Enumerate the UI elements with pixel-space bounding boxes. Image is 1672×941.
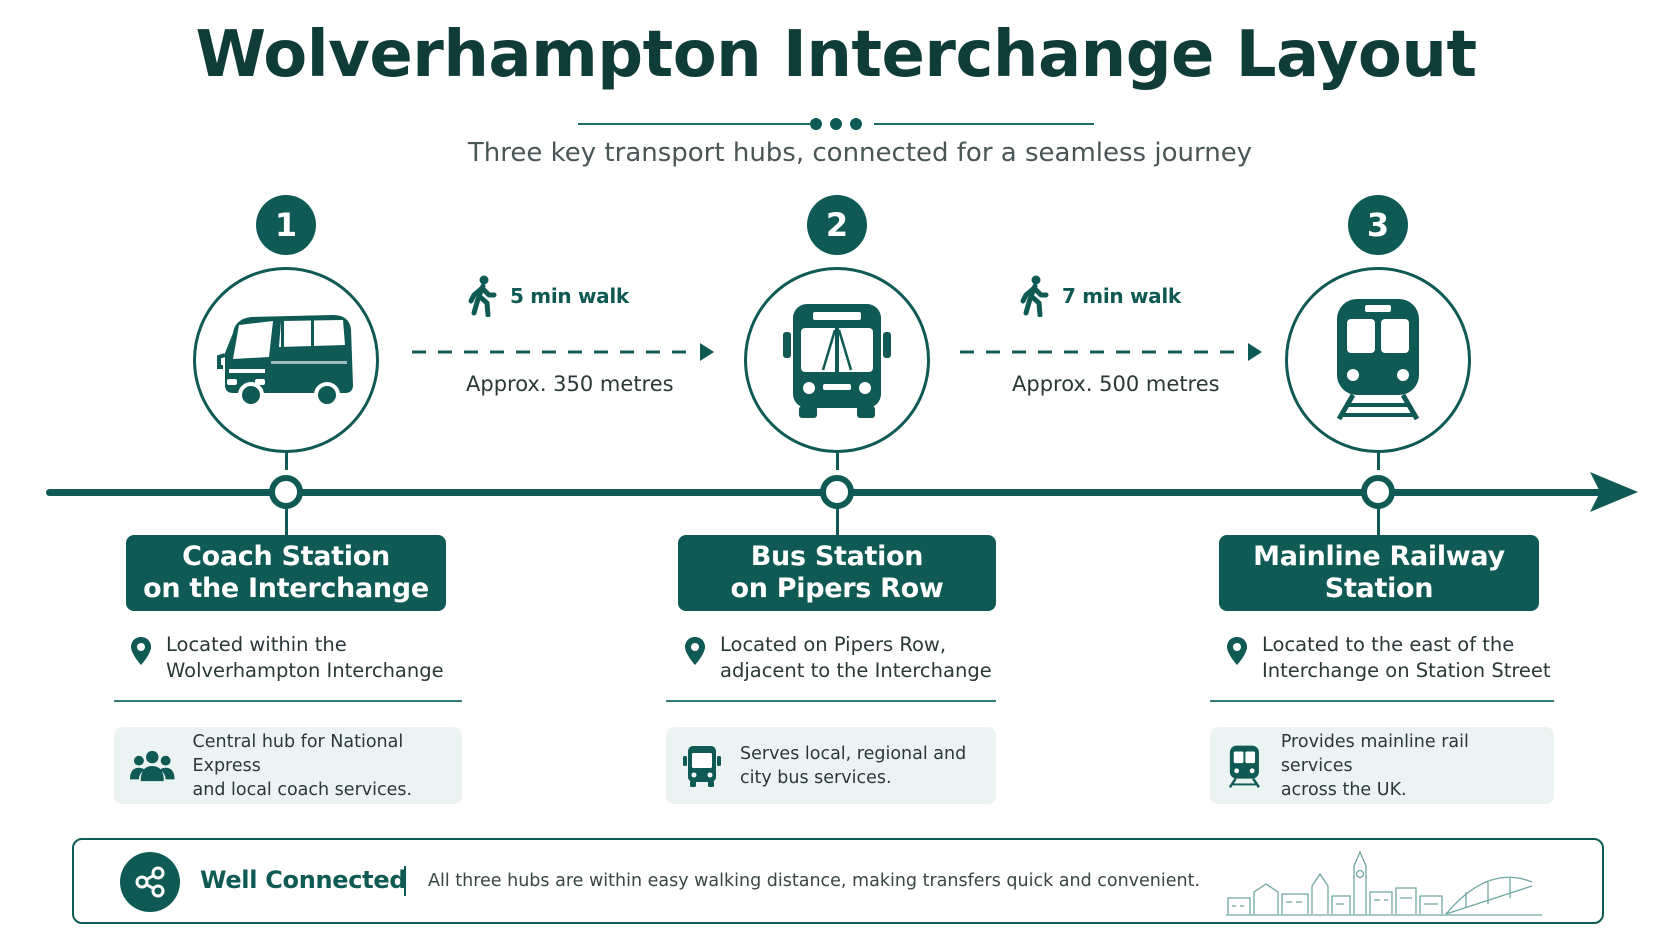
train-icon xyxy=(1228,745,1260,788)
footer-title: Well Connected xyxy=(200,866,407,894)
city-skyline-icon xyxy=(1226,850,1542,916)
hub-location-railway: Located to the east of the Interchange o… xyxy=(1226,632,1551,684)
coach-icon xyxy=(217,315,353,408)
bus-icon xyxy=(783,304,891,418)
walking-person-icon xyxy=(468,275,497,317)
hub-info-railway: Provides mainline rail services across t… xyxy=(1210,727,1554,804)
timeline-node-2 xyxy=(820,475,854,509)
hub-name-bus: Bus Station on Pipers Row xyxy=(678,535,996,611)
walking-person-icon xyxy=(1020,275,1049,317)
hub-location-bus: Located on Pipers Row, adjacent to the I… xyxy=(684,632,992,684)
timeline-node-1 xyxy=(269,475,303,509)
location-pin-icon xyxy=(1227,637,1247,665)
hub-location-coach: Located within the Wolverhampton Interch… xyxy=(130,632,444,684)
share-icon xyxy=(135,866,165,898)
location-pin-icon xyxy=(685,637,705,665)
walk-time-1: 5 min walk xyxy=(510,284,629,308)
walk-arrow-2 xyxy=(960,343,1262,361)
hub-circle-bus xyxy=(744,267,930,453)
walk-arrow-1 xyxy=(412,343,714,361)
hub-info-coach: Central hub for National Express and loc… xyxy=(114,727,462,804)
walk-connector-1: 5 min walk xyxy=(466,275,766,317)
hub-number-3: 3 xyxy=(1348,195,1408,255)
walk-distance-2: Approx. 500 metres xyxy=(1012,372,1220,396)
people-icon xyxy=(130,750,175,781)
bus-icon xyxy=(683,745,721,787)
footer-banner: Well Connected All three hubs are within… xyxy=(72,838,1604,924)
hub-info-bus: Serves local, regional and city bus serv… xyxy=(666,727,996,804)
hub-name-coach: Coach Station on the Interchange xyxy=(126,535,446,611)
location-pin-icon xyxy=(131,637,151,665)
hub-circle-coach xyxy=(193,267,379,453)
timeline-node-3 xyxy=(1361,475,1395,509)
walk-time-2: 7 min walk xyxy=(1062,284,1181,308)
walk-connector-2: 7 min walk xyxy=(1018,275,1318,317)
footer-text: All three hubs are within easy walking d… xyxy=(428,871,1201,891)
walk-distance-1: Approx. 350 metres xyxy=(466,372,674,396)
title-divider xyxy=(578,116,1094,132)
hub-number-2: 2 xyxy=(807,195,867,255)
page-title: Wolverhampton Interchange Layout xyxy=(195,18,1477,92)
hub-name-railway: Mainline Railway Station xyxy=(1219,535,1539,611)
page-subtitle: Three key transport hubs, connected for … xyxy=(467,138,1253,168)
hub-circle-train xyxy=(1285,267,1471,453)
hub-number-1: 1 xyxy=(256,195,316,255)
train-icon xyxy=(1336,299,1420,421)
